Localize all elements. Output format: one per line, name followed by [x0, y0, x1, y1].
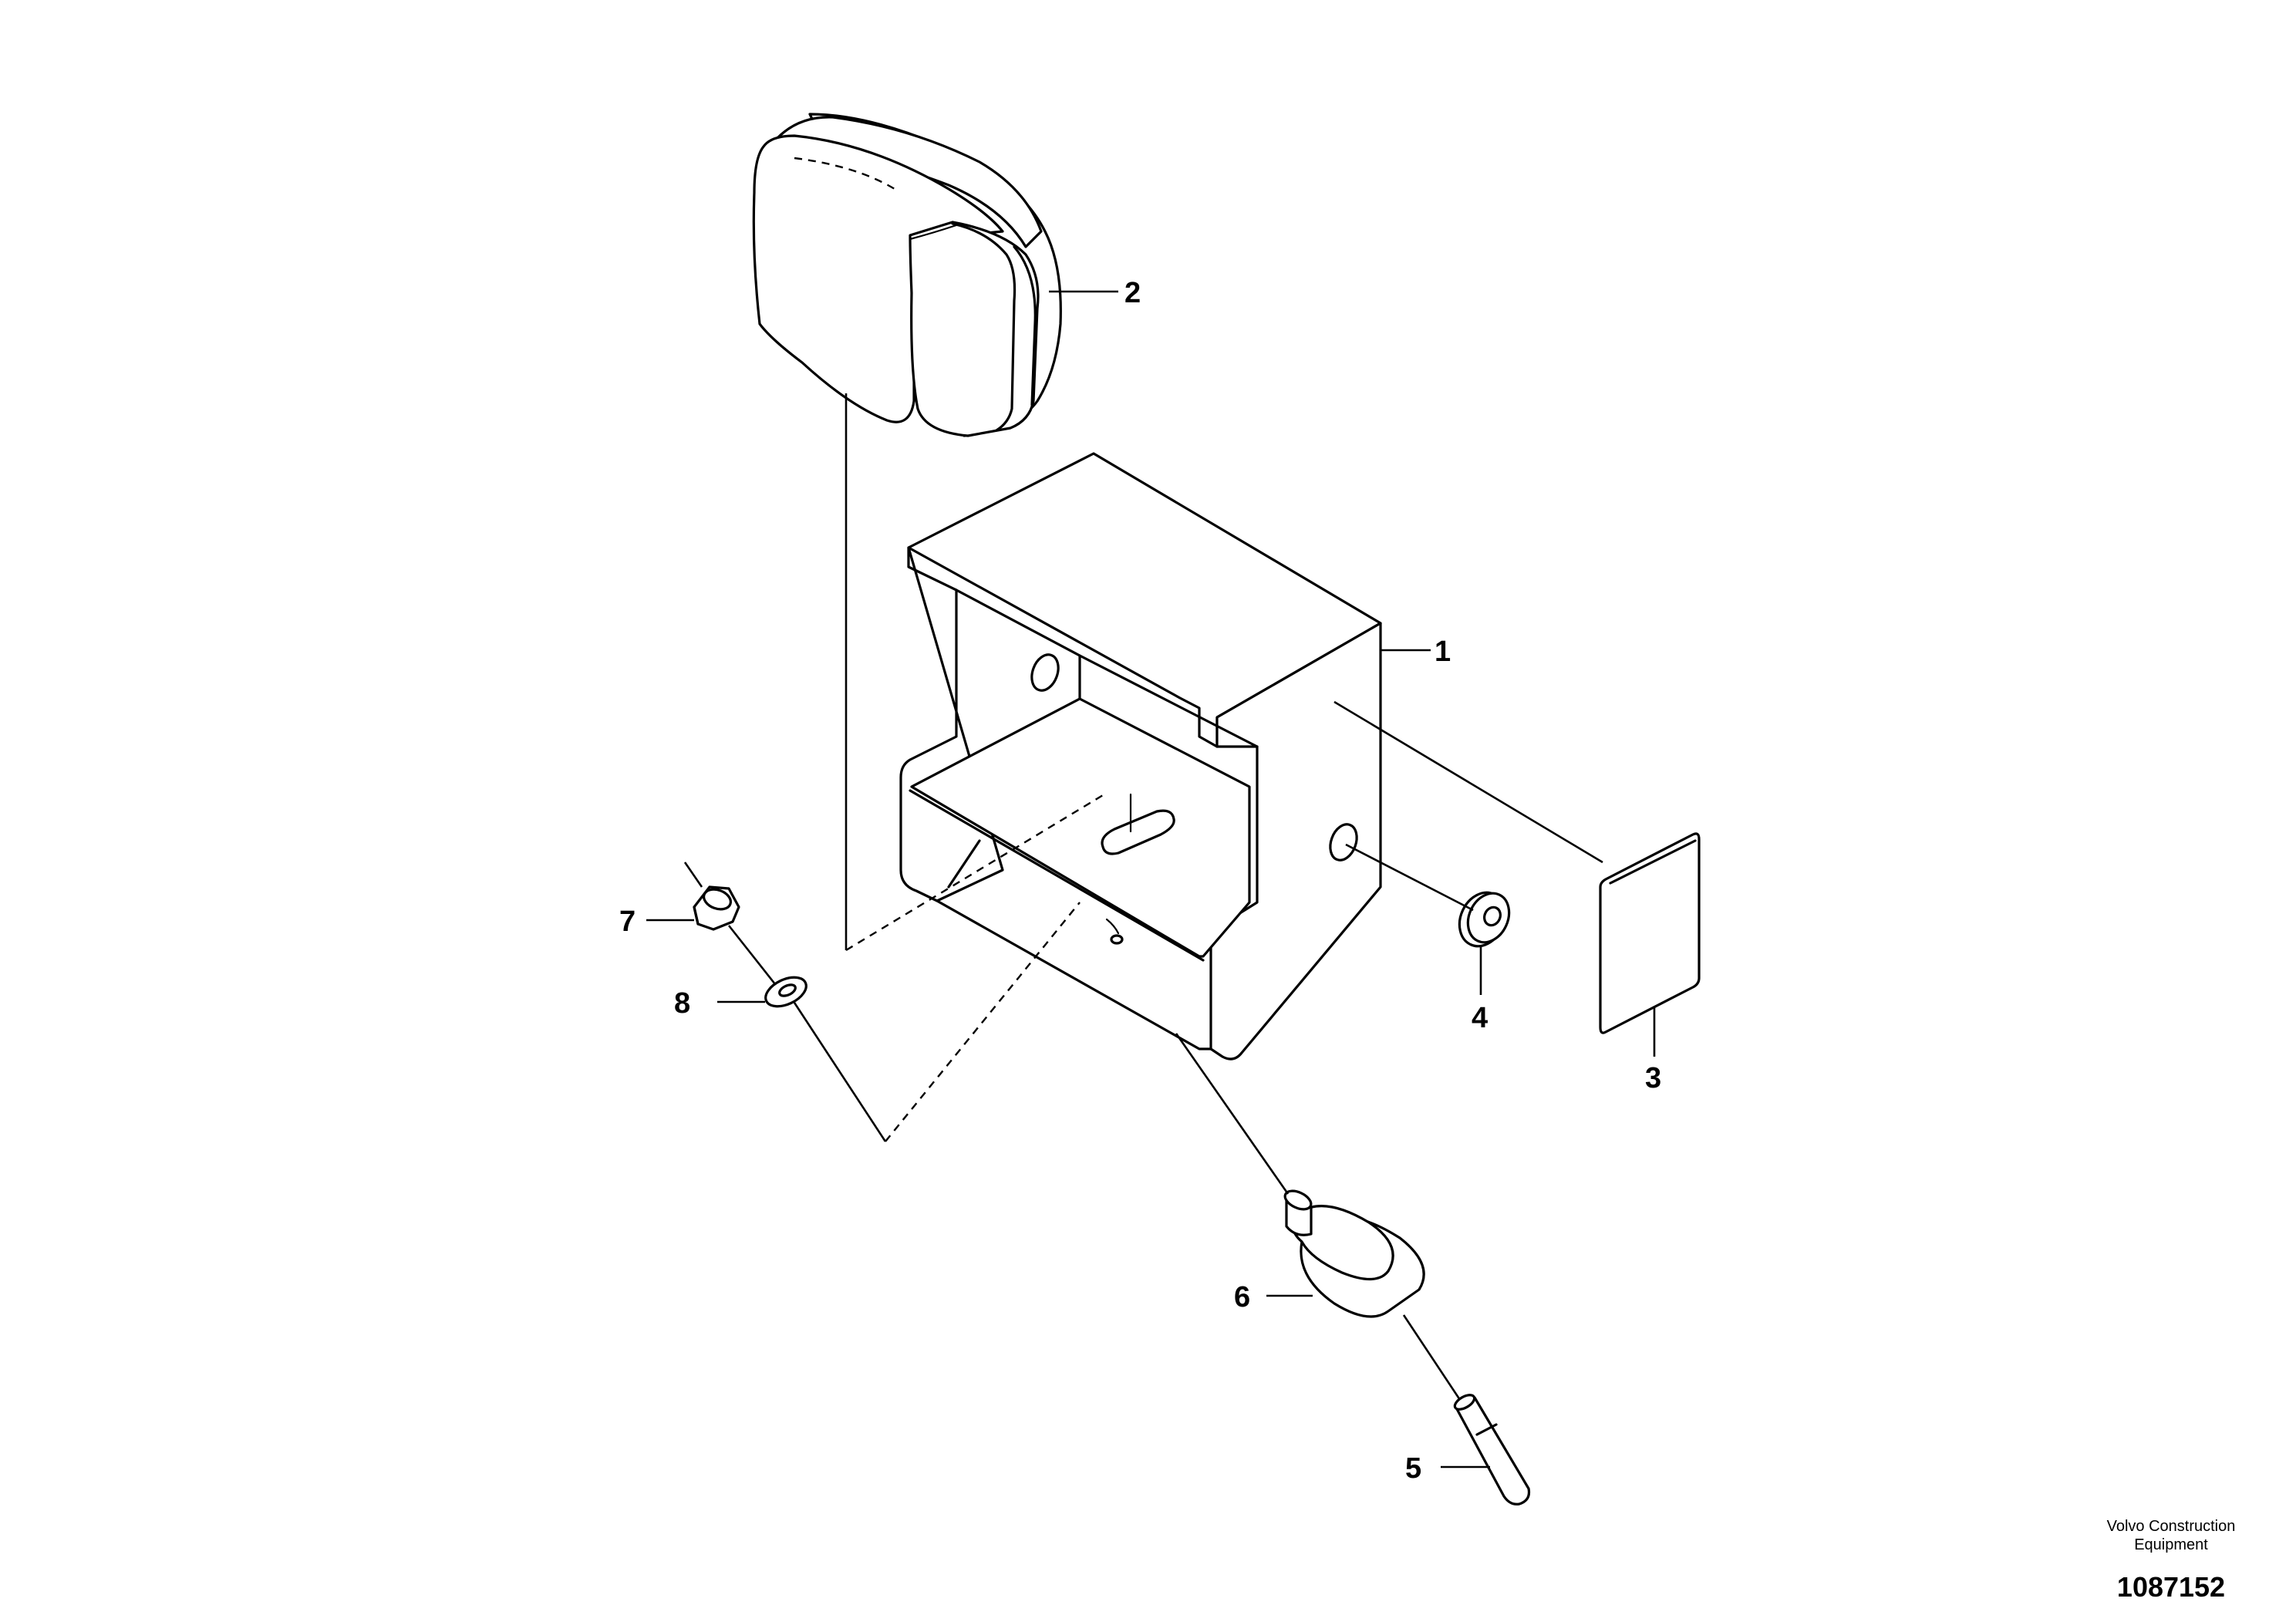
brand-caption: Volvo Construction Equipment — [2086, 1517, 2256, 1554]
washer — [764, 976, 807, 1008]
callout-6: 6 — [1234, 1281, 1250, 1313]
brand-line-2: Equipment — [2134, 1536, 2208, 1553]
grommet — [1458, 891, 1511, 948]
callout-leaders — [646, 290, 1656, 1469]
work-lamp — [752, 113, 1062, 437]
brand-line-1: Volvo Construction — [2106, 1518, 2236, 1535]
callout-7: 7 — [619, 905, 636, 938]
pin-bolt — [1453, 1394, 1531, 1506]
callout-8: 8 — [674, 987, 690, 1020]
callout-1: 1 — [1435, 636, 1451, 668]
callout-5: 5 — [1405, 1452, 1421, 1485]
decal-plate — [1599, 832, 1701, 1034]
rubber-mount — [1283, 1189, 1425, 1318]
hex-nut — [693, 885, 740, 931]
callout-3: 3 — [1645, 1062, 1661, 1094]
mounting-bracket — [899, 452, 1382, 1061]
callout-4: 4 — [1472, 1002, 1488, 1034]
document-number: 1087152 — [2116, 1571, 2226, 1603]
assembly-lines — [683, 393, 1603, 1401]
callout-labels: 1 2 3 4 5 6 7 8 — [619, 277, 1661, 1485]
callout-2: 2 — [1124, 277, 1141, 309]
